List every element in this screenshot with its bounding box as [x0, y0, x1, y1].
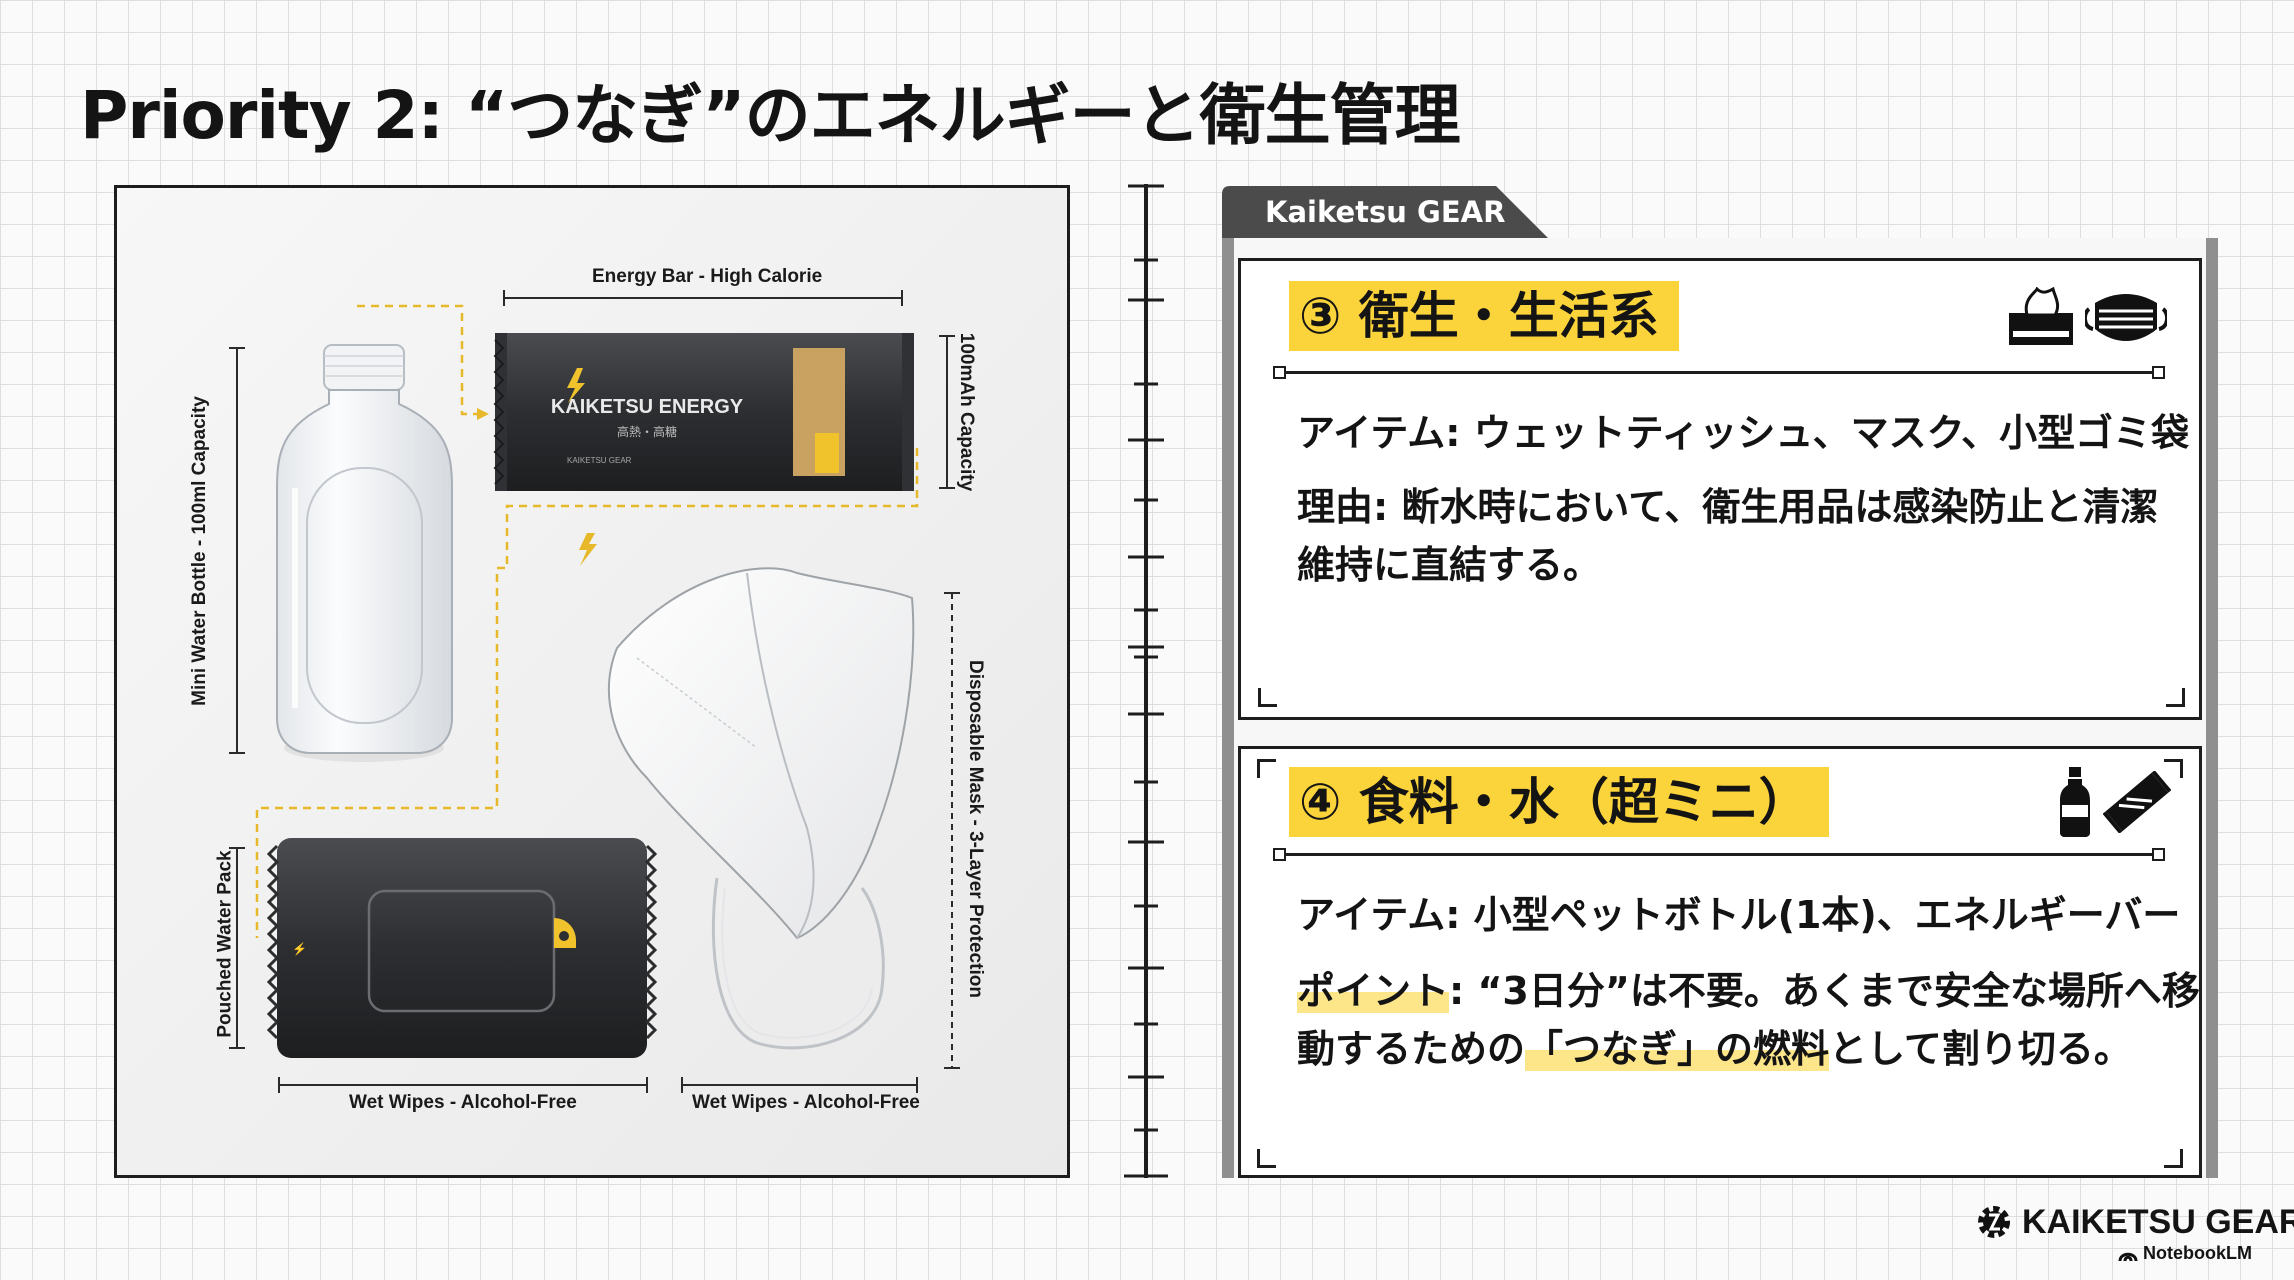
svg-text:⚡: ⚡ [292, 942, 307, 956]
bar-small-text: KAIKETSU GEAR [567, 456, 632, 465]
arrow-head [477, 408, 489, 420]
point-text: : “3日分”は不要。あくまで安全な場所へ移 [1449, 969, 2200, 1013]
bar-sub-text: 高熱・高糖 [617, 424, 677, 439]
wet-wipes-illustration: ⚡ [266, 838, 658, 1058]
water-bottle-icon [2060, 767, 2090, 837]
notebooklm-icon [2118, 1252, 2138, 1261]
corner-bracket [1257, 1149, 1276, 1168]
tissue-box-icon [2009, 287, 2073, 345]
section-food-point-line1: ポイント: “3日分”は不要。あくまで安全な場所へ移 [1297, 961, 2200, 1021]
pouch-label: Pouched Water Pack [214, 850, 236, 1038]
brand-logo-text: KAIKETSU GEAR [2022, 1202, 2294, 1241]
fuel-highlight: 「つなぎ」の燃料 [1525, 1027, 1830, 1071]
section-hygiene: ③ 衛生・生活系 アイテム: ウェットティッシュ、マスク、小型ゴミ袋 理由: 断… [1238, 258, 2202, 720]
bar-brand-text: KAIKETSU ENERGY [551, 396, 744, 418]
bolt-icon [579, 533, 597, 566]
mask-label: Disposable Mask - 3-Layer Protection [964, 660, 986, 998]
notebooklm-credit: NotebookLM [2118, 1243, 2252, 1264]
card-tab-shape [1222, 186, 1548, 238]
dimension-lines [229, 290, 960, 1093]
water-bottle-illustration [276, 344, 453, 762]
capacity-label: 100mAh Capacity [956, 332, 978, 492]
notebooklm-text: NotebookLM [2143, 1243, 2252, 1263]
section-food-items: アイテム: 小型ペットボトル(1本)、エネルギーバー [1297, 893, 2181, 937]
face-mask-icon [2085, 294, 2167, 341]
corner-bracket [2166, 688, 2185, 707]
section-hygiene-divider [1273, 366, 2165, 379]
section-food-heading: ④ 食料・水（超ミニ） [1289, 767, 1829, 837]
corner-bracket [2164, 1149, 2183, 1168]
product-illustration-panel: KAIKETSU ENERGY 高熱・高糖 KAIKETSU GEAR ⚡ En… [114, 185, 1070, 1178]
corner-bracket [2164, 759, 2183, 778]
bottle-label: Mini Water Bottle - 100ml Capacity [188, 396, 210, 706]
ruler-divider [1124, 184, 1168, 1178]
product-illustration: KAIKETSU ENERGY 高熱・高糖 KAIKETSU GEAR ⚡ [117, 188, 1067, 1175]
section-food-divider [1273, 848, 2165, 861]
section-hygiene-heading: ③ 衛生・生活系 [1289, 281, 1679, 351]
section-hygiene-reason-line2: 維持に直結する。 [1297, 543, 1602, 587]
energy-bar-label: Energy Bar - High Calorie [592, 266, 823, 287]
corner-bracket [1257, 759, 1276, 778]
disposable-mask-illustration [608, 567, 915, 1050]
brand-logo: KAIKETSU GEAR [1974, 1202, 2294, 1242]
section-hygiene-reason-line1: 理由: 断水時において、衛生用品は感染防止と清潔 [1297, 485, 2159, 529]
page-title: Priority 2: “つなぎ”のエネルギーと衛生管理 [80, 77, 1461, 154]
section-food-water: ④ 食料・水（超ミニ） アイテム: 小型ペットボトル(1本)、エネルギーバー ポ… [1238, 746, 2202, 1178]
connector-lines [255, 304, 919, 938]
section-hygiene-items: アイテム: ウェットティッシュ、マスク、小型ゴミ袋 [1297, 411, 2190, 455]
corner-bracket [1258, 688, 1277, 707]
energy-bar-icon [2103, 771, 2171, 833]
wet-wipes-label-right: Wet Wipes - Alcohol-Free [692, 1092, 920, 1113]
point-highlight: ポイント [1297, 969, 1450, 1013]
section-food-point-line2: 動するための「つなぎ」の燃料として割り切る。 [1297, 1019, 2132, 1079]
gear-icon [1978, 1206, 2010, 1238]
card-tab-label: Kaiketsu GEAR [1265, 195, 1506, 229]
wet-wipes-label-left: Wet Wipes - Alcohol-Free [349, 1092, 577, 1113]
point-text-pre: 動するための [1297, 1027, 1526, 1071]
point-text-post: として割り切る。 [1829, 1027, 2132, 1071]
energy-bar-illustration: KAIKETSU ENERGY 高熱・高糖 KAIKETSU GEAR [493, 333, 914, 491]
